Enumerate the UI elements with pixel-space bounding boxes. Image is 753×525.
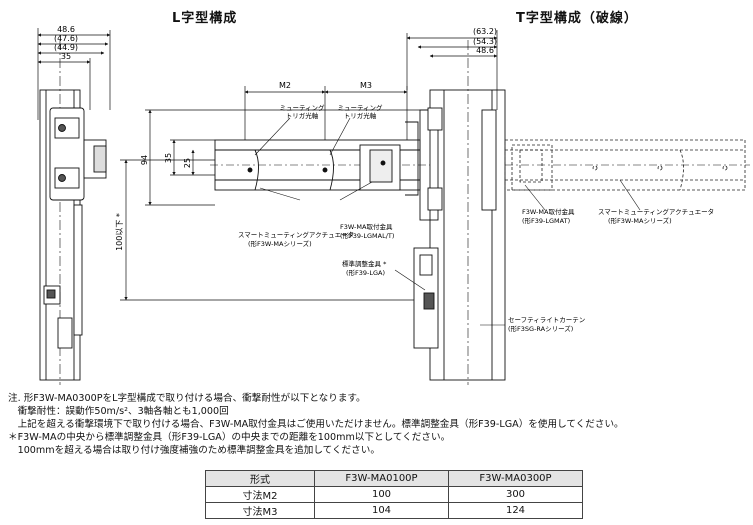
callout-adjust-l1: 標準調整金具 * xyxy=(342,259,387,268)
note-line-5: 100mmを超える場合は取り付け強度補強のため標準調整金具を追加してください。 xyxy=(8,445,380,456)
callout-bracket-lgmal-l2: (形F39-LGMAL/T) xyxy=(340,232,394,240)
left-bracket-assembly xyxy=(43,107,107,349)
callout-muting2-l2: トリガ光軸 xyxy=(344,111,377,120)
dim-m2: M2 xyxy=(279,81,291,90)
table-cell: 寸法M3 xyxy=(205,502,315,519)
callout-adjust-l2: (形F39-LGA) xyxy=(346,269,385,277)
table-cell: 100 xyxy=(314,486,449,503)
note-line-3: 上記を超える衝撃環境下で取り付ける場合、F3W-MA取付金具はご使用いただけませ… xyxy=(8,419,624,430)
callout-bracket-lgmal-l1: F3W-MA取付金具 xyxy=(340,222,393,231)
callout-safety-l1: セーフティライトカーテン xyxy=(508,316,585,324)
dim-m3: M3 xyxy=(360,81,372,90)
callout-lgmat-l1: F3W-MA取付金具 xyxy=(522,207,575,216)
callout-actuator2-l2: (形F3W-MAシリーズ) xyxy=(608,216,672,225)
mounting-diagram: 48.6 (47.6) (44.9) 35 xyxy=(37,25,750,385)
note-line-1: 注. 形F3W-MA0300PをL字型構成で取り付ける場合、衝撃耐性が以下となり… xyxy=(8,393,366,404)
t-type-title: T字型構成（破線） xyxy=(516,11,638,26)
table-cell: 104 xyxy=(314,502,449,519)
l-type-title: L字型構成 xyxy=(172,11,238,26)
dimension-table: 形式 F3W-MA0100P F3W-MA0300P 寸法M2 100 300 … xyxy=(205,470,583,519)
callout-smart-actuator-l1: スマートミューティングアクチュエータ xyxy=(238,230,354,239)
dim-left-1: 48.6 xyxy=(57,25,75,34)
callout-safety-l2: (形F3SG-RAシリーズ) xyxy=(508,324,573,333)
dim-right-1: (63.2) xyxy=(473,27,497,36)
callout-muting1-l1: ミューティング xyxy=(279,103,325,112)
dim-right-2: (54.3) xyxy=(473,37,497,46)
dim-100: 100以下 * xyxy=(115,213,124,251)
dim-25: 25 xyxy=(183,158,192,168)
dim-left-4: 35 xyxy=(61,52,71,61)
callout-lgmat-l2: (形F39-LGMAT) xyxy=(522,217,570,225)
smart-muting-actuator xyxy=(210,121,430,196)
table-row: 寸法M3 104 124 xyxy=(205,502,583,519)
dim-right-3: 48.6 xyxy=(476,46,494,55)
dim-left-3: (44.9) xyxy=(54,43,78,52)
table-cell: 300 xyxy=(448,486,583,503)
dim-left-2: (47.6) xyxy=(54,34,78,43)
table-header-cell: F3W-MA0300P xyxy=(448,470,583,487)
notes-block: 注. 形F3W-MA0300PをL字型構成で取り付ける場合、衝撃耐性が以下となり… xyxy=(8,392,624,457)
table-header-cell: F3W-MA0100P xyxy=(314,470,449,487)
callout-actuator2-l1: スマートミューティングアクチュエータ xyxy=(598,207,714,216)
note-line-4: ＊F3W-MAの中央から標準調整金具（形F39-LGA）の中央までの距離を100… xyxy=(8,432,451,443)
callout-smart-actuator-l2: (形F3W-MAシリーズ) xyxy=(248,239,312,248)
table-cell: 寸法M2 xyxy=(205,486,315,503)
dim-35: 35 xyxy=(164,153,173,163)
table-cell: 124 xyxy=(448,502,583,519)
callout-muting1-l2: トリガ光軸 xyxy=(286,111,319,120)
dim-94: 94 xyxy=(140,155,149,165)
callout-muting2-l1: ミューティング xyxy=(337,103,383,112)
table-header-row: 形式 F3W-MA0100P F3W-MA0300P xyxy=(205,470,583,487)
table-header-cell: 形式 xyxy=(205,470,315,487)
table-row: 寸法M2 100 300 xyxy=(205,486,583,503)
note-line-2: 衝撃耐性：誤動作50m/s²、3軸各軸とも1,000回 xyxy=(8,406,229,417)
